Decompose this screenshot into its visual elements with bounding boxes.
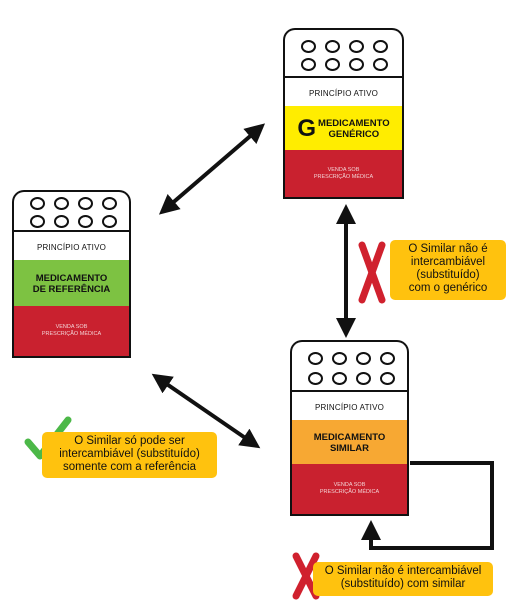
reference-title-line1: MEDICAMENTO [35, 273, 108, 284]
pill-icon [30, 215, 45, 228]
note-line: intercambiável [410, 256, 486, 268]
pill-icon [54, 197, 69, 210]
similar-title-line2: SIMILAR [329, 443, 370, 454]
reference-pack: PRINCÍPIO ATIVO MEDICAMENTO DE REFERÊNCI… [12, 230, 131, 358]
cross-icon [292, 552, 320, 600]
pill-icon [308, 352, 323, 365]
similar-pack: PRINCÍPIO ATIVO MEDICAMENTO SIMILAR VEND… [290, 390, 409, 516]
pill-icon [325, 40, 340, 53]
sale-line1: VENDA SOB [55, 324, 88, 330]
note-line: O Similar só pode ser [74, 435, 185, 447]
generic-g-letter: G [297, 115, 317, 142]
generic-title-band: G MEDICAMENTO GENÉRICO [285, 106, 402, 152]
pill-icon [356, 352, 371, 365]
sale-line1: VENDA SOB [327, 166, 360, 173]
pill-icon [373, 40, 388, 53]
note-line: com o genérico [408, 282, 488, 294]
note-line: (substituído) [416, 269, 480, 281]
sale-line2: PRESCRIÇÃO MÉDICA [313, 173, 374, 180]
active-ingredient-label: PRINCÍPIO ATIVO [36, 242, 107, 252]
reference-title-line2: DE REFERÊNCIA [32, 284, 111, 295]
note-line: somente com a referência [63, 461, 196, 473]
generic-pack-lid [283, 28, 404, 78]
sale-line2: PRESCRIÇÃO MÉDICA [41, 331, 102, 337]
pill-icon [301, 58, 316, 71]
pill-icon [308, 372, 323, 385]
pill-icon [102, 215, 117, 228]
active-ingredient-label: PRINCÍPIO ATIVO [308, 88, 379, 98]
note-similar-similar: O Similar não é intercambiável (substitu… [313, 562, 493, 596]
sale-line2: PRESCRIÇÃO MÉDICA [319, 489, 380, 495]
prescription-band: VENDA SOB PRESCRIÇÃO MÉDICA [292, 464, 407, 514]
pill-icon [78, 215, 93, 228]
pill-icon [102, 197, 117, 210]
pill-icon [325, 58, 340, 71]
reference-title-band: MEDICAMENTO DE REFERÊNCIA [14, 260, 129, 308]
note-similar-generic: O Similar não é intercambiável (substitu… [390, 240, 506, 300]
cross-icon [358, 241, 386, 304]
pill-icon [356, 372, 371, 385]
reference-pack-lid [12, 190, 131, 232]
pill-icon [349, 40, 364, 53]
pill-icon [54, 215, 69, 228]
similar-title-line1: MEDICAMENTO [313, 432, 386, 443]
pill-icon [78, 197, 93, 210]
active-ingredient-label: PRINCÍPIO ATIVO [314, 402, 385, 412]
note-line: intercambiável (substituído) [59, 448, 200, 460]
pill-icon [301, 40, 316, 53]
pill-icon [332, 372, 347, 385]
arrow-reference-generic [158, 123, 266, 215]
pill-icon [380, 372, 395, 385]
pill-icon [380, 352, 395, 365]
note-line: O Similar não é [408, 243, 488, 255]
arrow-reference-similar [151, 373, 261, 449]
pill-icon [349, 58, 364, 71]
pill-icon [332, 352, 347, 365]
similar-title-band: MEDICAMENTO SIMILAR [292, 420, 407, 466]
note-line: O Similar não é intercambiável [324, 565, 482, 577]
prescription-band: VENDA SOB PRESCRIÇÃO MÉDICA [14, 306, 129, 356]
note-line: (substituído) com similar [340, 578, 466, 590]
generic-title-line1: MEDICAMENTO [318, 118, 390, 129]
arrow-similar-self-loop [361, 461, 494, 550]
generic-title-line2: GENÉRICO [328, 129, 380, 140]
pill-icon [373, 58, 388, 71]
similar-pack-lid [290, 340, 409, 392]
generic-pack: PRINCÍPIO ATIVO G MEDICAMENTO GENÉRICO V… [283, 76, 404, 199]
pill-icon [30, 197, 45, 210]
note-similar-reference: O Similar só pode ser intercambiável (su… [42, 432, 217, 478]
prescription-band: VENDA SOB PRESCRIÇÃO MÉDICA [285, 150, 402, 197]
sale-line1: VENDA SOB [333, 482, 366, 488]
